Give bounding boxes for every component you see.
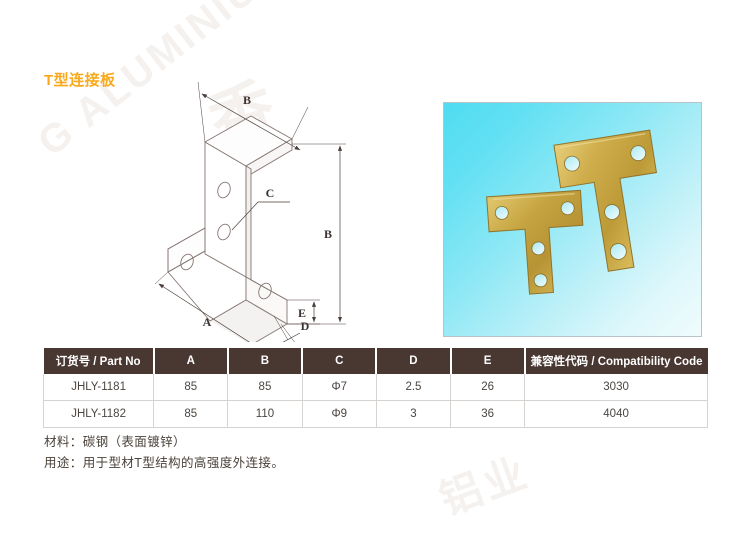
technical-drawing: B C B E A D	[150, 62, 370, 342]
dim-label-d-thick: D	[301, 319, 310, 333]
note-usage: 用途：用于型材T型结构的高强度外连接。	[44, 456, 285, 470]
dim-label-a-bottom: A	[203, 315, 212, 329]
dim-label-e-right: E	[298, 306, 306, 320]
cell-c: Φ9	[302, 400, 377, 428]
cell-a: 85	[153, 374, 229, 401]
table-header-d: D	[376, 348, 452, 374]
table-header-compatibility: 兼容性代码 / Compatibility Code	[524, 348, 708, 374]
specification-table: 订货号 / Part No A B C D E 兼容性代码 / Compatib…	[42, 348, 708, 428]
dim-label-b-right: B	[324, 227, 332, 241]
table-header-c: C	[302, 348, 378, 374]
cell-e: 26	[450, 374, 526, 401]
plate-back	[553, 129, 658, 272]
cell-c: Φ7	[302, 374, 377, 401]
page-title: T型连接板	[44, 72, 116, 89]
cell-a: 85	[153, 400, 229, 428]
cell-part-no: JHLY-1181	[42, 374, 155, 401]
cell-compatibility: 4040	[524, 400, 708, 428]
cell-part-no: JHLY-1182	[42, 400, 155, 428]
table-header-e: E	[450, 348, 526, 374]
cell-e: 36	[450, 400, 526, 428]
cell-compatibility: 3030	[524, 374, 708, 401]
table-header-part-no: 订货号 / Part No	[43, 348, 155, 374]
product-photo	[443, 102, 702, 337]
cell-b: 85	[227, 374, 303, 401]
footer-notes: 材料：碳钢（表面镀锌） 用途：用于型材T型结构的高强度外连接。	[44, 432, 284, 474]
cell-d: 2.5	[376, 374, 452, 401]
dim-label-b-top: B	[243, 93, 251, 107]
table-header-b: B	[227, 348, 304, 374]
dim-label-c-hole: C	[266, 186, 275, 200]
cell-b: 110	[227, 400, 303, 428]
note-material: 材料：碳钢（表面镀锌）	[44, 435, 186, 449]
table-row: JHLY-1182 85 110 Φ9 3 36 4040	[42, 400, 708, 428]
cell-d: 3	[376, 400, 452, 428]
table-row: JHLY-1181 85 85 Φ7 2.5 26 3030	[42, 374, 708, 401]
table-header-row: 订货号 / Part No A B C D E 兼容性代码 / Compatib…	[43, 348, 708, 374]
watermark-text-cn-2: 铝业	[433, 447, 536, 524]
plate-front	[486, 189, 584, 295]
table-header-a: A	[153, 348, 229, 374]
